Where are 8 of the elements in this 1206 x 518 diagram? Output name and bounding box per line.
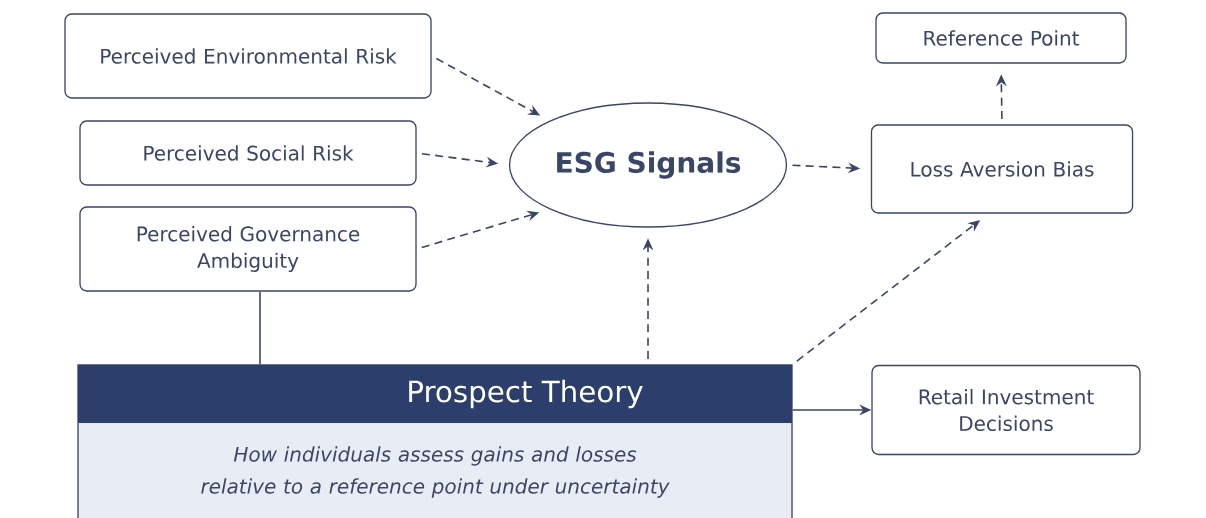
connector-line <box>259 290 261 366</box>
text-box: Perceived Governance Ambiguity <box>79 206 417 292</box>
text-box: Perceived Environmental Risk <box>64 13 432 99</box>
text-box: Reference Point <box>875 12 1127 64</box>
text-box: Loss Aversion Bias <box>870 124 1134 214</box>
theory-panel: Prospect Theory How individuals assess gains and losses relative to a reference point under uncertainty <box>77 364 793 518</box>
text-box: Retail Investment Decisions <box>871 364 1141 456</box>
text-box: Perceived Social Risk <box>79 120 417 186</box>
